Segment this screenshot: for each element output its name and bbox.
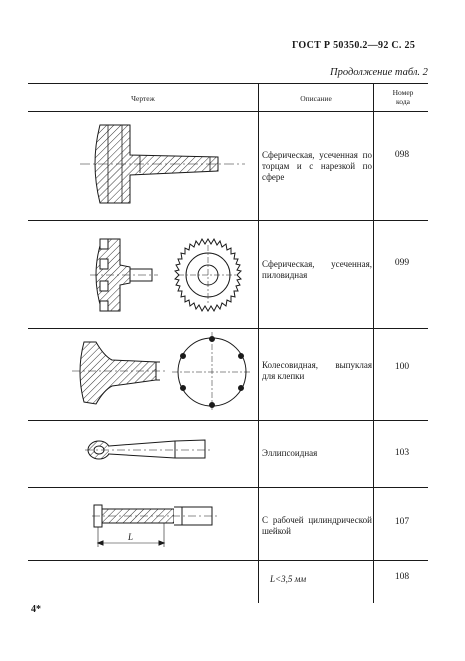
- row-code: 107: [394, 517, 410, 527]
- drawing-ellipsoid: [85, 439, 213, 460]
- column-header-code: Номер кода: [392, 88, 414, 106]
- row-description: Сферическая, усеченная, пиловидная: [262, 259, 372, 280]
- column-header-drawing: Чертеж: [131, 94, 155, 103]
- row-code: 103: [394, 448, 410, 458]
- drawing-spherical-knurled: [80, 124, 245, 204]
- row-code: 098: [394, 150, 410, 160]
- page-header: ГОСТ Р 50350.2—92 С. 25: [292, 40, 416, 51]
- row-description: L<3,5 мм: [270, 574, 307, 584]
- row-code: 108: [394, 572, 410, 582]
- row-description: С рабочей цилиндрической шейкой: [262, 515, 372, 536]
- column-header-description: Описание: [300, 94, 332, 103]
- dimension-label: L: [127, 532, 133, 542]
- column-divider: [258, 83, 259, 603]
- row-divider: [28, 328, 428, 329]
- column-divider: [373, 83, 374, 603]
- row-divider: [28, 420, 428, 421]
- drawing-wheel: [72, 332, 252, 412]
- table-header-rule: [28, 111, 428, 112]
- row-description: Эллипсоидная: [262, 448, 318, 458]
- row-code: 099: [394, 258, 410, 268]
- row-divider: [28, 487, 428, 488]
- row-description: Сферическая, усеченная по торцам и с нар…: [262, 150, 372, 182]
- row-divider: [28, 220, 428, 221]
- page-mark: 4*: [31, 604, 41, 615]
- row-code: 100: [394, 362, 410, 372]
- drawing-cylindrical-neck: L: [92, 504, 218, 547]
- row-divider: [28, 560, 428, 561]
- table-top-rule: [28, 83, 428, 84]
- table-continuation: Продолжение табл. 2: [330, 67, 428, 78]
- row-description: Колесовидная, выпуклая для клепки: [262, 360, 372, 381]
- drawing-sawtooth: [90, 237, 242, 313]
